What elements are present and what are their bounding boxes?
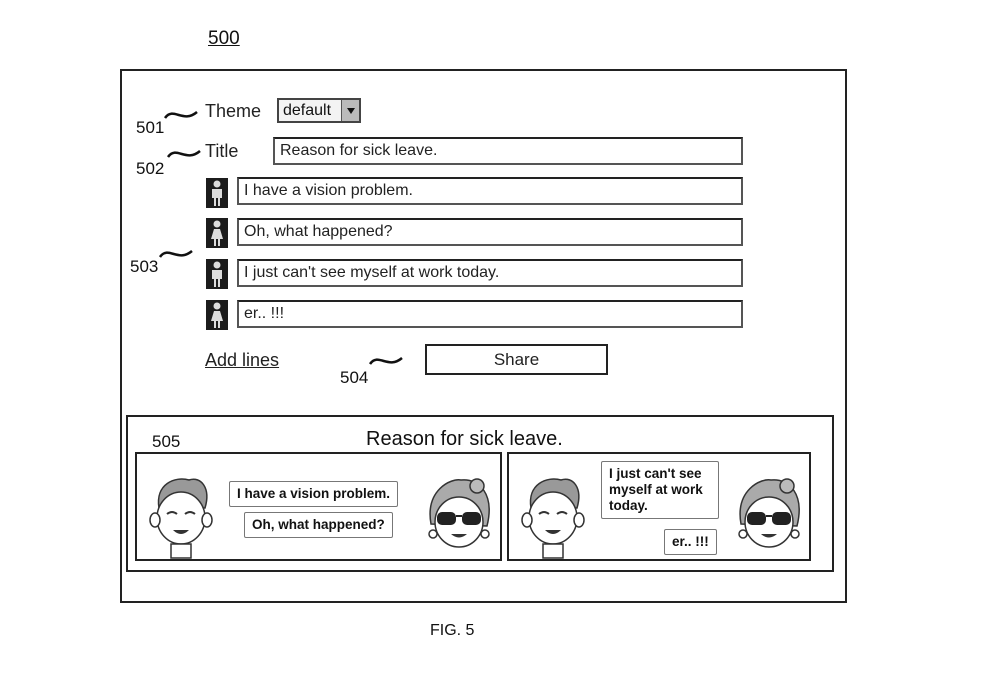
theme-select-value: default bbox=[283, 102, 332, 119]
leader-tilde-icon bbox=[163, 110, 198, 119]
speech-bubble: er.. !!! bbox=[664, 529, 717, 555]
dialogue-line-input-4[interactable] bbox=[237, 300, 743, 328]
ref-501: 501 bbox=[136, 118, 165, 137]
ui-window-frame bbox=[120, 69, 847, 603]
speech-bubble: I have a vision problem. bbox=[229, 481, 399, 507]
leader-tilde-icon bbox=[368, 356, 403, 365]
female-avatar-icon[interactable] bbox=[206, 300, 228, 330]
girl-character-icon bbox=[738, 478, 800, 548]
leader-tilde-icon bbox=[166, 149, 201, 158]
title-input[interactable] bbox=[273, 137, 743, 165]
ref-505: 505 bbox=[152, 432, 181, 451]
ref-502: 502 bbox=[136, 159, 165, 178]
comic-preview-frame bbox=[126, 415, 834, 572]
comic-panel-1: I have a vision problem. Oh, what happen… bbox=[135, 452, 502, 561]
dialogue-line-input-3[interactable] bbox=[237, 259, 743, 287]
dialogue-line-input-1[interactable] bbox=[237, 177, 743, 205]
male-avatar-icon[interactable] bbox=[206, 178, 228, 208]
title-label: Title bbox=[205, 141, 239, 161]
boy-character-icon bbox=[149, 478, 213, 559]
comic-title: Reason for sick leave. bbox=[366, 428, 563, 450]
figure-caption: FIG. 5 bbox=[430, 622, 475, 639]
ref-503: 503 bbox=[130, 257, 159, 276]
female-avatar-icon[interactable] bbox=[206, 218, 228, 248]
comic-panel-2: I just can't see myself at work today. e… bbox=[507, 452, 811, 561]
figure-number: 500 bbox=[208, 28, 240, 49]
theme-label: Theme bbox=[205, 101, 262, 121]
ref-504: 504 bbox=[340, 368, 369, 387]
chevron-down-icon[interactable] bbox=[341, 100, 359, 121]
boy-character-icon bbox=[521, 478, 585, 559]
dialogue-line-input-2[interactable] bbox=[237, 218, 743, 246]
speech-bubble: I just can't see myself at work today. bbox=[601, 461, 719, 519]
share-button[interactable]: Share bbox=[425, 344, 608, 375]
speech-bubble: Oh, what happened? bbox=[244, 512, 393, 538]
leader-tilde-icon bbox=[158, 249, 193, 258]
theme-select[interactable]: default bbox=[277, 98, 361, 123]
add-lines-link[interactable]: Add lines bbox=[205, 350, 280, 370]
girl-character-icon bbox=[428, 478, 490, 548]
male-avatar-icon[interactable] bbox=[206, 259, 228, 289]
